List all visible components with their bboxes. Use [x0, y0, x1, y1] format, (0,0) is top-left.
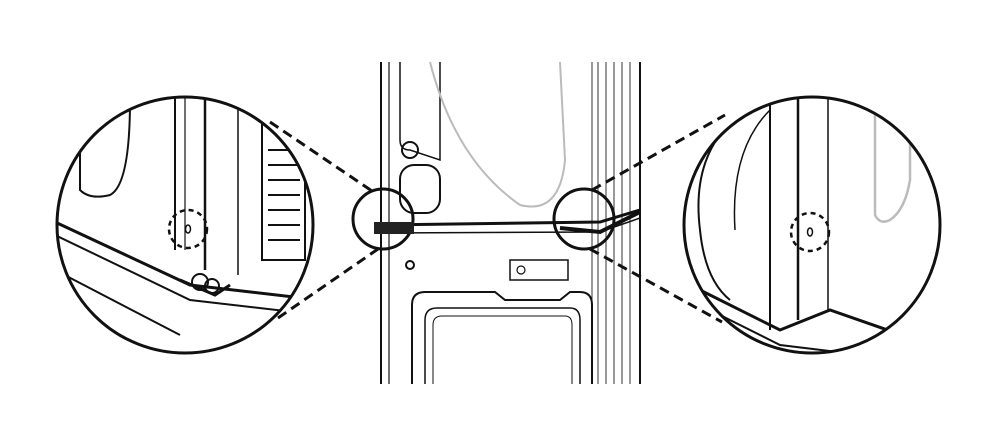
leader-lines [269, 113, 726, 324]
vent-port [401, 141, 419, 159]
screw-hole-highlight-left [167, 208, 209, 250]
detail-magnifier-left [55, 95, 315, 355]
screw-hole-highlight-right [789, 211, 831, 253]
leader-right-top [591, 113, 726, 192]
screw-hole [405, 260, 415, 270]
highlight-circle-left [351, 187, 415, 251]
bracket-detail-right [699, 288, 940, 352]
appliance-stack [379, 61, 641, 384]
vent-grille [399, 164, 441, 214]
stacking-bracket-left [374, 222, 414, 234]
detail-magnifier-right [682, 95, 942, 355]
detail-circle-right [682, 95, 942, 355]
leader-left-top [269, 120, 373, 193]
leader-left-bottom [277, 247, 379, 320]
stacking-plate [379, 208, 641, 227]
label-plate [509, 259, 569, 281]
dryer-drum-outline [429, 61, 567, 208]
stacking-bracket-right [559, 210, 641, 235]
leader-right-bottom [589, 247, 723, 324]
detail-circle-left [55, 95, 315, 355]
highlight-circle-right [552, 187, 616, 251]
washer-access-panel [411, 291, 593, 384]
